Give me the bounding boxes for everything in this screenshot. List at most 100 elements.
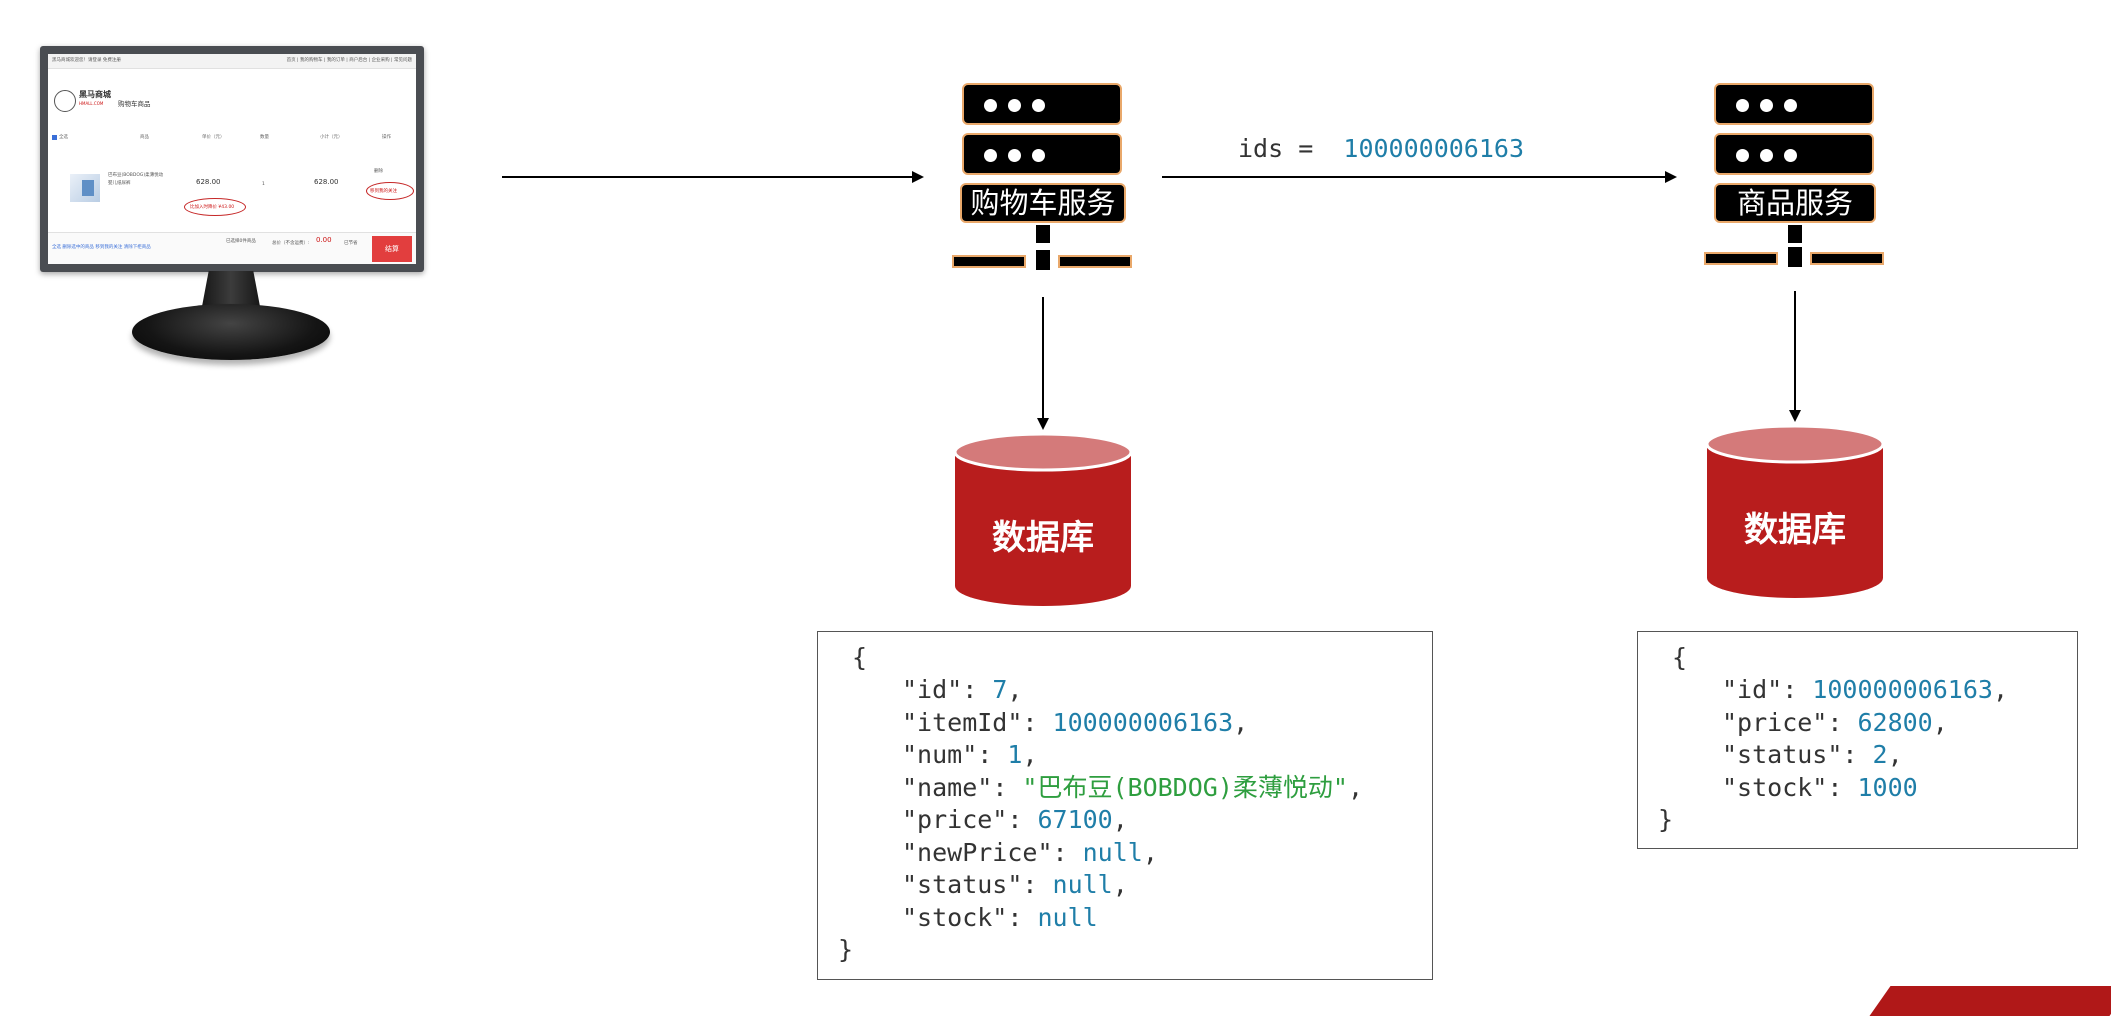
server-rack-bar <box>962 133 1122 175</box>
json-sep: , <box>1347 773 1363 802</box>
server-led <box>1736 99 1749 112</box>
corner-brand-strip <box>1869 986 2111 1016</box>
json-value: "巴布豆(BOBDOG)柔薄悦动" <box>1022 773 1348 802</box>
shop-logo-text: 黑马商城 <box>79 90 111 99</box>
cart-json-box: { "id": 7, "itemId": 100000006163, "num"… <box>817 631 1433 980</box>
json-sep: , <box>1112 805 1128 834</box>
json-value: 100000006163 <box>1052 708 1234 737</box>
monitor-base <box>132 304 330 360</box>
json-key: "newPrice" <box>902 838 1053 867</box>
json-key: "num" <box>902 740 978 769</box>
cart-service-label: 购物车服务 <box>960 183 1126 223</box>
server-rack-bar <box>1714 133 1874 175</box>
server-rack-bar <box>962 83 1122 125</box>
server-base-left <box>952 255 1026 268</box>
json-sep: , <box>1112 870 1128 899</box>
header-cell: 全选 <box>59 135 68 140</box>
subtotal: 628.00 <box>314 178 339 186</box>
header-cell: 商品 <box>140 135 149 140</box>
server-stem <box>1788 225 1802 243</box>
shop-logo-icon <box>54 90 76 112</box>
json-key: "price" <box>1722 708 1828 737</box>
json-sep: , <box>1233 708 1249 737</box>
json-open-brace: { <box>852 643 868 672</box>
server-led <box>984 149 997 162</box>
request-key: ids <box>1238 134 1284 163</box>
footer-actions: 全选 删除选中的商品 移到我的关注 清除下柜商品 <box>52 245 151 250</box>
json-field: "itemId": 100000006163, <box>902 708 1249 737</box>
server-led <box>1736 149 1749 162</box>
cart-footer <box>48 232 416 264</box>
item-db-label: 数据库 <box>1744 510 1846 550</box>
product-name: 巴布豆(BOBDOG)柔薄悦动 <box>108 173 164 178</box>
screen-topbar-left: 黑马商城欢迎您！请登录 免费注册 <box>52 58 121 63</box>
json-key: "status" <box>1722 740 1843 769</box>
ops-highlight <box>366 182 414 200</box>
json-field: "id": 100000006163, <box>1722 675 2009 704</box>
json-field: "id": 7, <box>902 675 1023 704</box>
server-led <box>1008 149 1021 162</box>
json-key: "status" <box>902 870 1023 899</box>
item-database-icon: 数据库 <box>1705 424 1885 600</box>
server-led <box>1032 99 1045 112</box>
server-stem <box>1036 225 1050 243</box>
product-image <box>70 174 100 202</box>
server-stem-lower <box>1036 250 1050 270</box>
header-cell: 单价（元） <box>202 135 225 140</box>
json-key: "stock" <box>1722 773 1828 802</box>
json-key: "price" <box>902 805 1008 834</box>
json-open-brace: { <box>1672 643 1688 672</box>
header-cell: 数量 <box>260 135 269 140</box>
cart-page-screenshot: 黑马商城欢迎您！请登录 免费注册 首页 | 我的购物车 | 我的订单 | 商户后… <box>48 54 416 264</box>
json-field: "name": "巴布豆(BOBDOG)柔薄悦动", <box>902 773 1363 802</box>
json-field: "status": 2, <box>1722 740 1903 769</box>
json-sep: , <box>1022 740 1038 769</box>
server-led <box>1760 99 1773 112</box>
server-led <box>1760 149 1773 162</box>
cart-title: 购物车商品 <box>118 100 151 108</box>
server-led <box>1784 99 1797 112</box>
json-value: 62800 <box>1857 708 1933 737</box>
json-sep: , <box>1932 708 1948 737</box>
json-sep: , <box>1142 838 1158 867</box>
cart-db-label: 数据库 <box>992 518 1094 558</box>
request-value: 100000006163 <box>1343 134 1525 163</box>
product-sub: 婴儿纸尿裤 <box>108 181 131 186</box>
json-key: "id" <box>1722 675 1783 704</box>
json-key: "stock" <box>902 903 1008 932</box>
json-key: "name" <box>902 773 993 802</box>
header-cell: 小计（元） <box>320 135 343 140</box>
item-json-box: { "id": 100000006163, "price": 62800, "s… <box>1637 631 2078 849</box>
screen-topbar-right: 首页 | 我的购物车 | 我的订单 | 商户后台 | 企业采购 | 常见问题 <box>286 58 412 63</box>
footer-count: 已选择0件商品 <box>226 239 256 244</box>
json-value: 7 <box>992 675 1008 704</box>
request-op: = <box>1298 134 1314 163</box>
footer-total: 0.00 <box>316 236 332 244</box>
server-base-right <box>1810 252 1884 265</box>
json-key: "id" <box>902 675 963 704</box>
cart-database-icon: 数据库 <box>953 432 1133 608</box>
json-value: 67100 <box>1037 805 1113 834</box>
header-cell: 操作 <box>382 135 391 140</box>
json-field: "stock": null <box>902 903 1098 932</box>
json-field: "price": 67100, <box>902 805 1128 834</box>
footer-saved: 已节省 <box>344 241 358 246</box>
json-key: "itemId" <box>902 708 1023 737</box>
shop-logo-sub: HMALL.COM <box>79 101 104 106</box>
json-field: "status": null, <box>902 870 1128 899</box>
server-led <box>1032 149 1045 162</box>
json-value: 1 <box>1007 740 1023 769</box>
quantity: 1 <box>262 182 265 187</box>
json-value: 1000 <box>1857 773 1918 802</box>
json-close-brace: } <box>1658 805 1674 834</box>
server-base-left <box>1704 252 1778 265</box>
json-field: "newPrice": null, <box>902 838 1158 867</box>
json-sep: , <box>1007 675 1023 704</box>
server-led <box>984 99 997 112</box>
json-field: "num": 1, <box>902 740 1038 769</box>
price-drop-highlight <box>184 198 246 216</box>
request-params: ids = 100000006163 <box>1238 134 1524 163</box>
select-all-checkbox <box>52 135 57 140</box>
json-sep: , <box>1992 675 2009 704</box>
